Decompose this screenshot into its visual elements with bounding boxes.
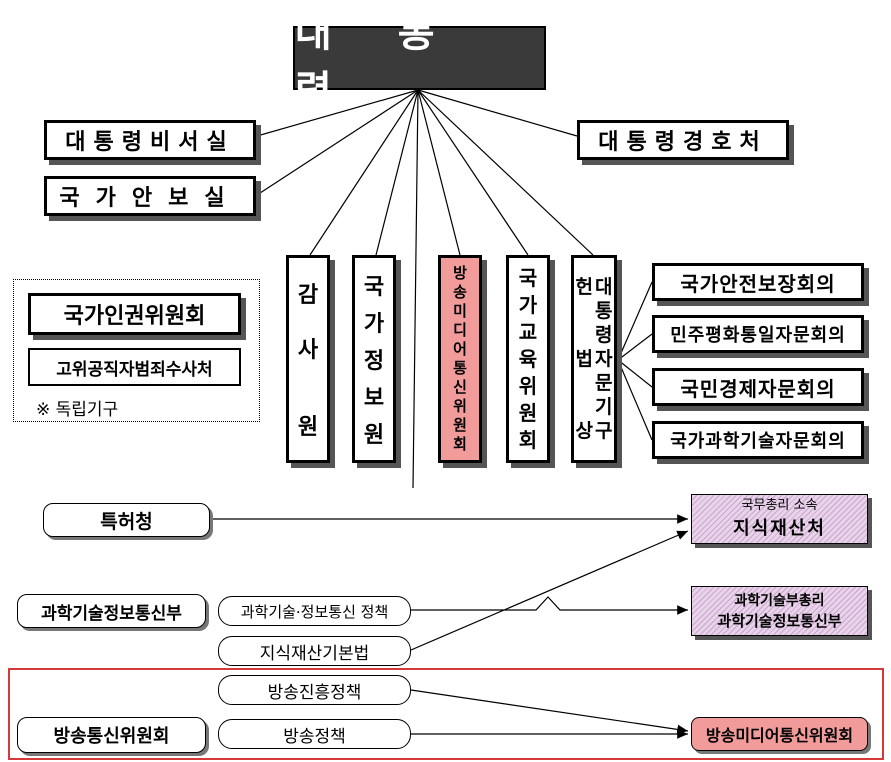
ip-office-target-box: 국무총리 소속 지식재산처 xyxy=(691,494,868,544)
broadcast-policy-pill: 방송정책 xyxy=(218,719,411,749)
presidential-security-service-box: 대통령경호처 xyxy=(577,120,789,160)
national-security-council-box: 국가안전보장회의 xyxy=(652,263,864,301)
president-box: 대 통 령 xyxy=(293,10,546,114)
bmcc-target-box: 방송미디어통신위원회 xyxy=(691,717,868,751)
kcc-box: 방송통신위원회 xyxy=(17,717,206,753)
ip-basic-law-pill: 지식재산기본법 xyxy=(218,636,411,666)
broadcasting-highlight-frame xyxy=(8,668,884,760)
economic-advisory-council-box: 국민경제자문회의 xyxy=(652,368,864,406)
msit-box: 과학기술정보통신부 xyxy=(17,594,206,628)
ict-policy-pill: 과학기술·정보통신 정책 xyxy=(218,596,411,626)
msit-target-box: 과학기술부총리 과학기술정보통신부 xyxy=(691,586,868,636)
human-rights-commission-box: 국가인권위원회 xyxy=(28,293,241,335)
peaceful-unification-council-box: 민주평화통일자문회의 xyxy=(652,315,864,353)
broadcast-promotion-pill: 방송진흥정책 xyxy=(218,675,411,705)
presidential-secretariat-box: 대통령비서실 xyxy=(44,120,256,160)
science-technology-council-box: 국가과학기술자문회의 xyxy=(652,421,864,459)
national-security-office-box: 국가안보실 xyxy=(44,176,256,216)
patent-office-box: 특허청 xyxy=(43,503,210,537)
independent-note: ※ 독립기구 xyxy=(36,400,119,420)
independent-agencies-group xyxy=(13,279,260,422)
corruption-investigation-office-box: 고위공직자범죄수사처 xyxy=(28,348,241,386)
